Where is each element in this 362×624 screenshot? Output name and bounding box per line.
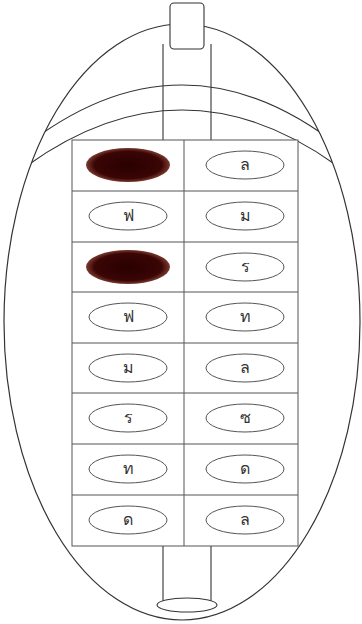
note-label: ฟ bbox=[123, 207, 134, 225]
note-oval: ด bbox=[205, 454, 285, 484]
note-oval: ล bbox=[205, 353, 285, 383]
pipe-line bbox=[210, 546, 211, 604]
pipe-line bbox=[210, 44, 211, 140]
note-oval: ซ bbox=[205, 403, 285, 433]
note-oval: ล bbox=[205, 150, 285, 180]
body-outline bbox=[4, 24, 360, 620]
bottom-opening bbox=[157, 598, 217, 612]
note-oval: ท bbox=[205, 302, 285, 332]
note-label: ร bbox=[241, 258, 250, 276]
note-oval: ม bbox=[88, 353, 168, 383]
closed-hole bbox=[86, 148, 170, 182]
note-label: ม bbox=[240, 207, 251, 225]
pipe-line bbox=[162, 44, 163, 140]
note-oval: ฟ bbox=[88, 201, 168, 231]
key-grid bbox=[72, 140, 298, 546]
note-label: ล bbox=[240, 156, 250, 174]
note-label: ซ bbox=[240, 409, 251, 427]
note-oval: ด bbox=[88, 505, 168, 535]
note-oval: ท bbox=[88, 454, 168, 484]
pipe-line bbox=[162, 546, 163, 604]
note-label: ล bbox=[240, 511, 250, 529]
closed-hole bbox=[86, 250, 170, 284]
note-oval: ร bbox=[205, 252, 285, 282]
note-label: ม bbox=[123, 359, 134, 377]
mouthpiece bbox=[170, 3, 204, 49]
note-oval: ร bbox=[88, 403, 168, 433]
note-label: ร bbox=[124, 409, 133, 427]
note-label: ท bbox=[123, 460, 134, 478]
note-oval: ม bbox=[205, 201, 285, 231]
note-label: ด bbox=[240, 460, 250, 478]
note-label: ท bbox=[240, 308, 251, 326]
note-oval: ฟ bbox=[88, 302, 168, 332]
note-label: ล bbox=[240, 359, 250, 377]
note-label: ฟ bbox=[123, 308, 134, 326]
note-oval: ล bbox=[205, 505, 285, 535]
note-label: ด bbox=[123, 511, 133, 529]
